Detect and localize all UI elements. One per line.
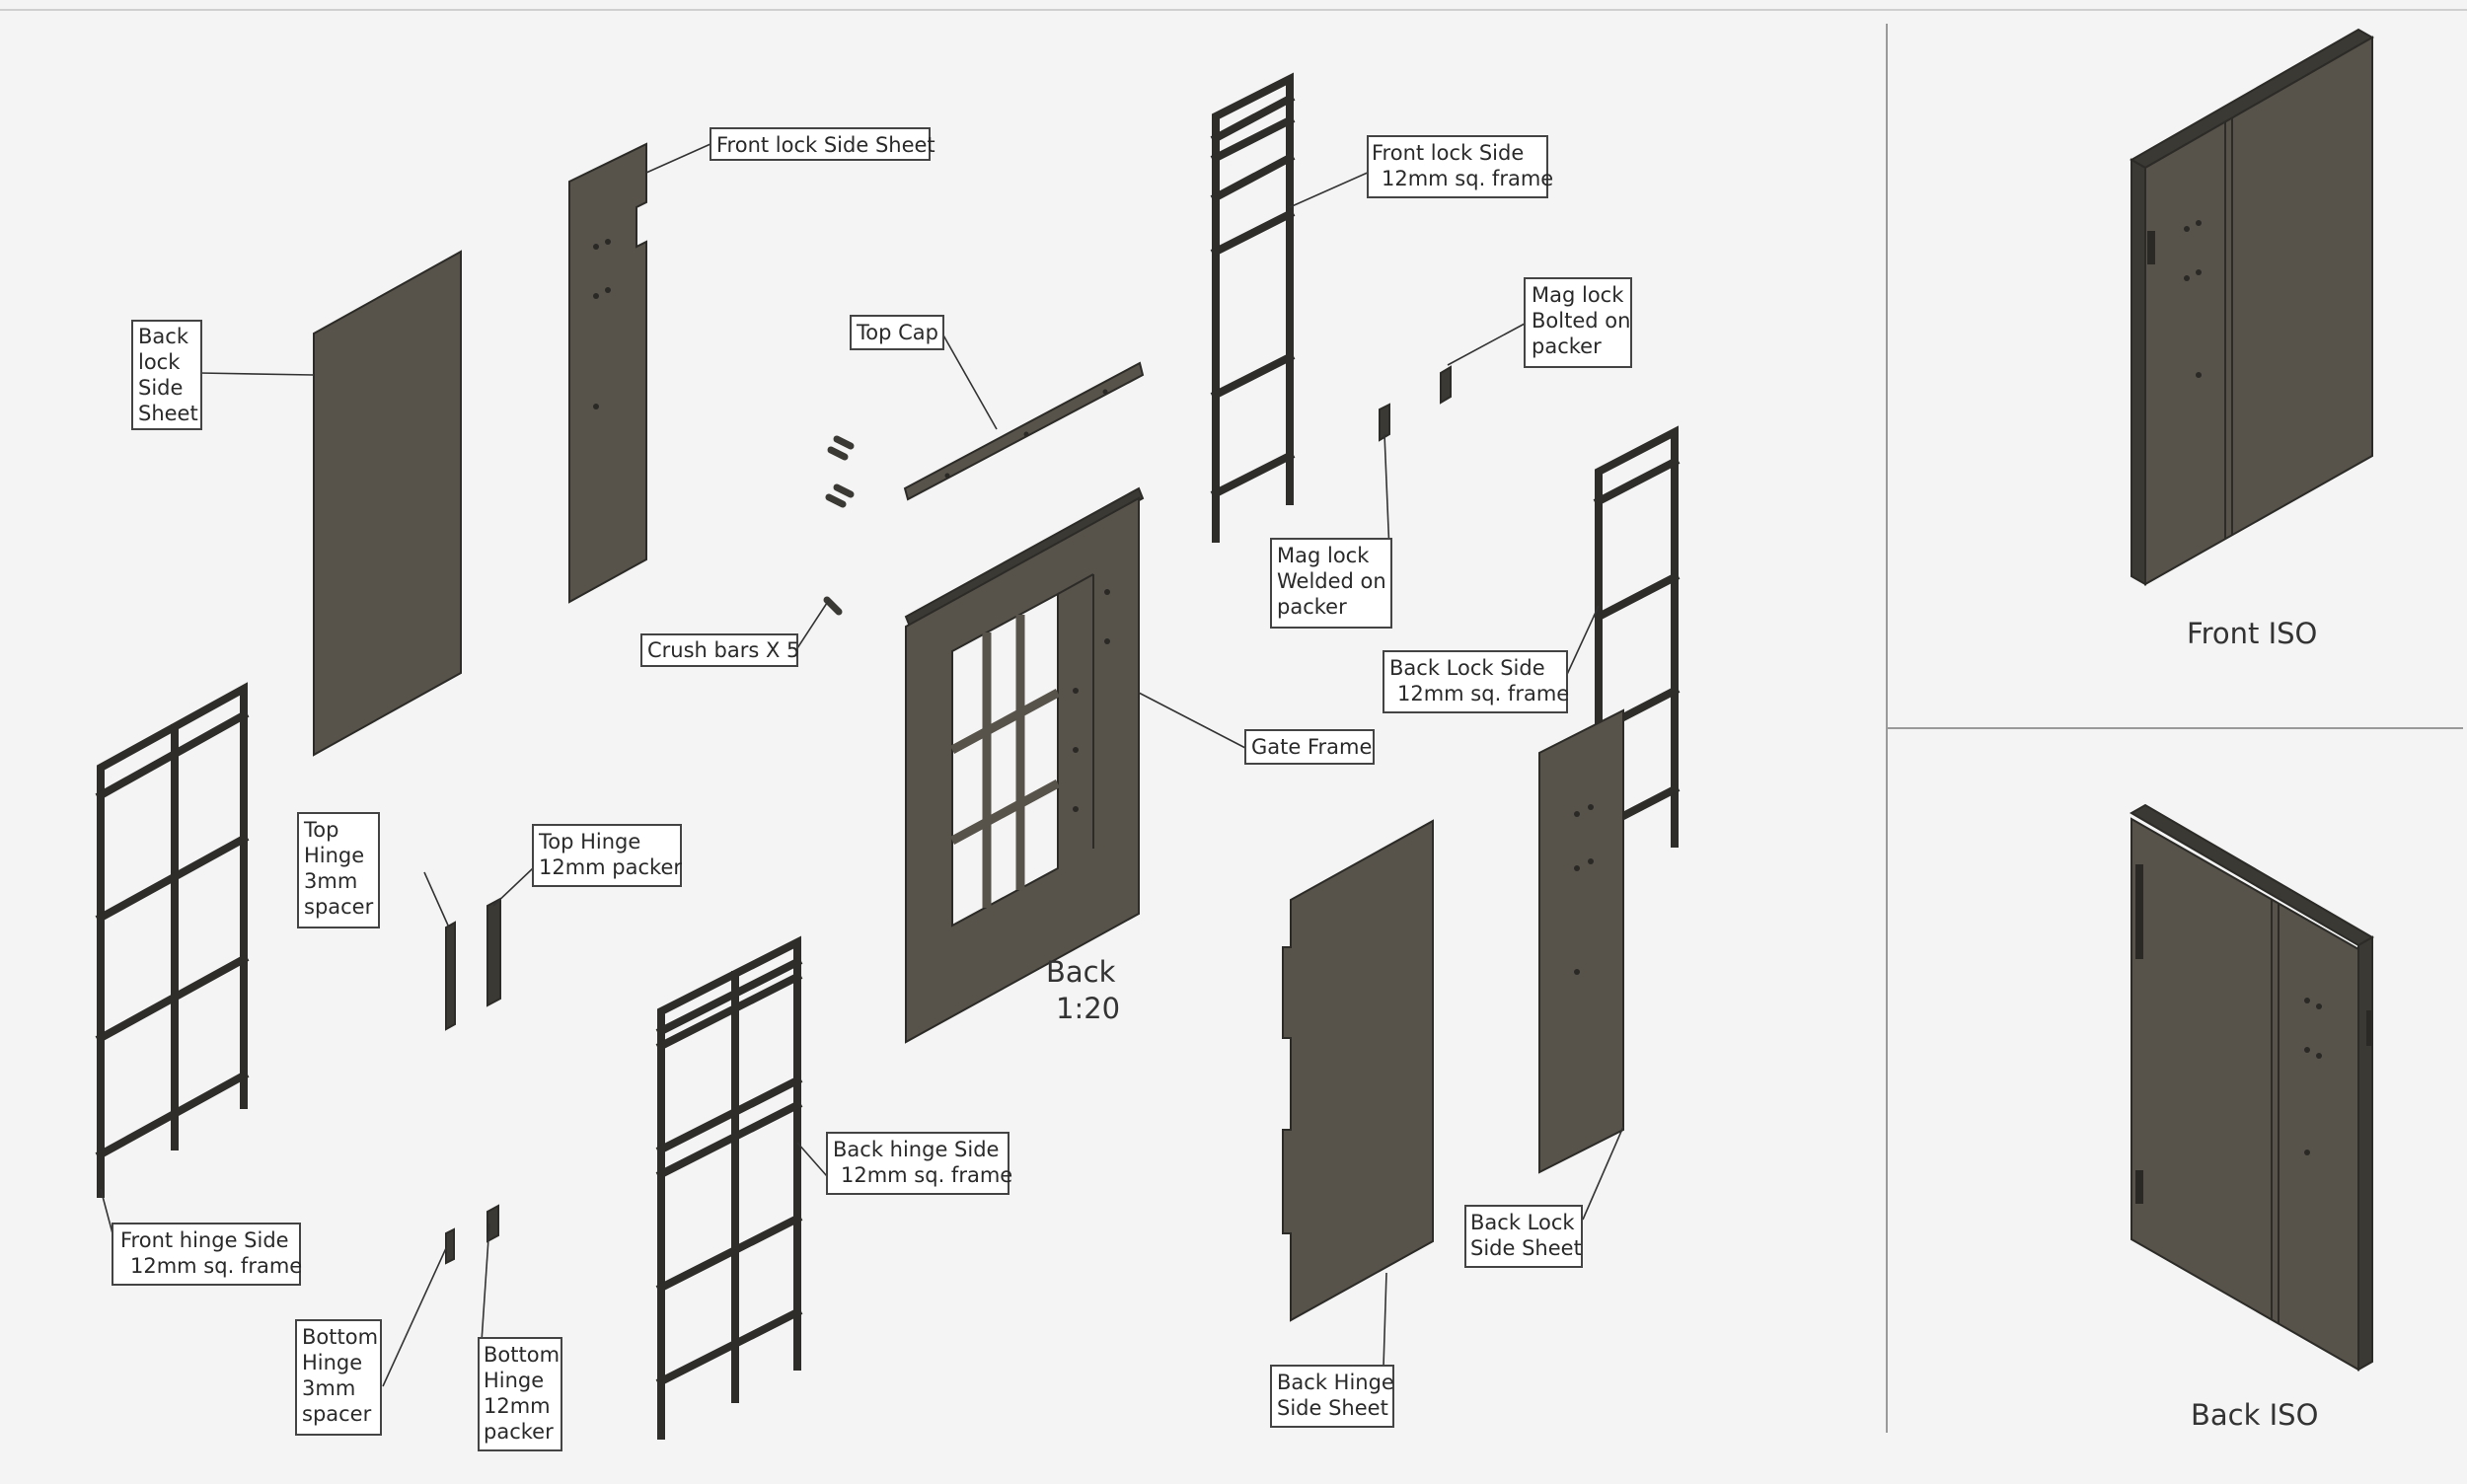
back-iso-label: Back ISO [2191,1398,2318,1432]
front-hinge-side-frame-part [95,682,250,1198]
back-view-scale: 1:20 [1056,992,1120,1025]
front-lock-side-frame-part [1210,72,1296,543]
bottom-hinge-packer-part [486,1204,499,1243]
svg-text:Crush bars X 5: Crush bars X 5 [647,638,799,662]
top-hinge-packer-part [486,897,501,1007]
mag-lock-bolted-part [1440,365,1452,405]
back-view-label: Back [1046,955,1116,989]
leader-lines [100,143,1624,1387]
bottom-hinge-spacer-part [445,1227,455,1265]
back-hinge-side-sheet-part [1282,819,1434,1322]
front-lock-side-sheet-part [568,142,647,604]
mag-lock-welded-part [1379,403,1390,442]
top-hinge-spacer-part [445,921,456,1031]
svg-text:Front lock Side Sheet: Front lock Side Sheet [716,133,935,157]
callout-front-lock-side-sheet: Front lock Side Sheet [710,127,935,161]
back-lock-side-sheet-2-part [1538,708,1624,1174]
front-iso-label: Front ISO [2187,617,2317,650]
crush-bars-part [823,435,855,616]
front-iso-gate-assembly [2129,28,2375,586]
back-hinge-side-frame-part [655,935,803,1440]
gate-frame-part [904,486,1145,1044]
back-iso-gate-assembly [2129,803,2375,1372]
back-lock-side-sheet-part [313,250,462,757]
callout-top-cap: Top Cap [850,315,944,350]
callout-crush-bars: Crush bars X 5 [640,633,799,667]
svg-text:Gate Frame: Gate Frame [1251,735,1372,759]
svg-text:Top Cap: Top Cap [856,321,938,344]
top-cap-part [903,361,1145,501]
callout-gate-frame: Gate Frame [1244,729,1375,765]
